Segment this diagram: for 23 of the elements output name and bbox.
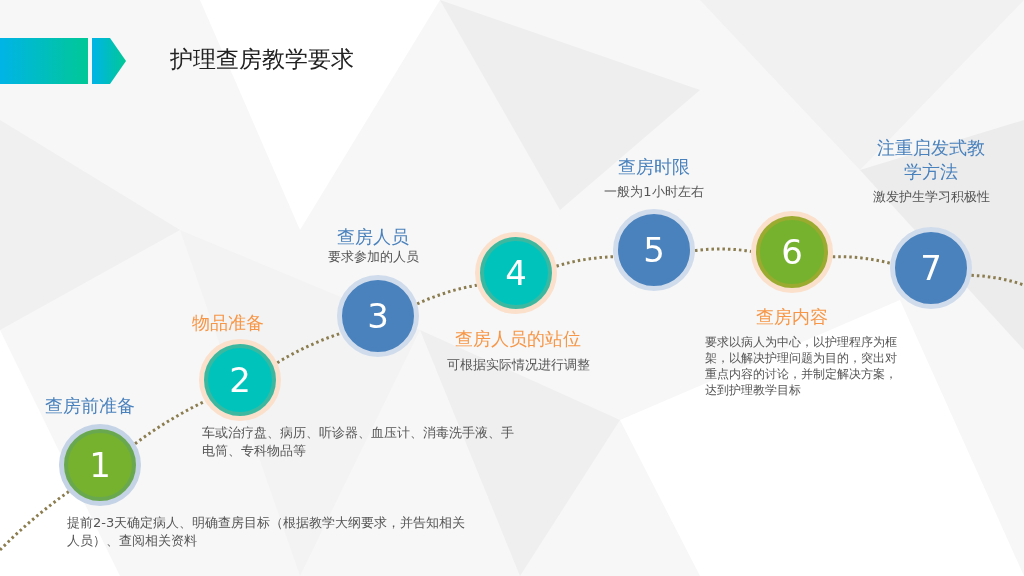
dotted-connector xyxy=(134,399,206,445)
step-heading: 查房前准备 xyxy=(44,394,136,418)
dotted-connector xyxy=(0,490,70,552)
step-heading: 物品准备 xyxy=(191,311,265,335)
step-heading: 查房时限 xyxy=(617,155,691,179)
dotted-connector xyxy=(832,255,891,265)
step-description: 可根据实际情况进行调整 xyxy=(445,356,591,374)
step-heading: 查房人员的站位 xyxy=(454,327,582,351)
step-description: 提前2-3天确定病人、明确查房目标（根据教学大纲要求，并告知相关人员）、查阅相关资料 xyxy=(67,514,467,550)
step-description: 要求以病人为中心，以护理程序为框架，以解决护理问题为目的，突出对重点内容的讨论，并制定解决方案，达到护理教学目标 xyxy=(705,334,898,398)
dotted-connector xyxy=(971,273,1024,287)
step-description: 激发护生学习积极性 xyxy=(871,188,991,206)
slide-title: 护理查房教学要求 xyxy=(170,45,354,74)
step-heading: 查房内容 xyxy=(755,305,829,329)
step-description: 一般为1小时左右 xyxy=(603,183,705,201)
dotted-connector xyxy=(694,247,752,253)
step-heading: 查房人员 xyxy=(336,225,410,249)
dotted-connector xyxy=(416,283,478,306)
step-description: 要求参加的人员 xyxy=(326,248,420,266)
dotted-connector xyxy=(276,331,342,365)
step-description: 车或治疗盘、病历、听诊器、血压计、消毒洗手液、手电筒、专科物品等 xyxy=(202,424,514,460)
dotted-connector xyxy=(556,255,614,268)
step-heading: 注重启发式教学方法 xyxy=(876,136,986,184)
